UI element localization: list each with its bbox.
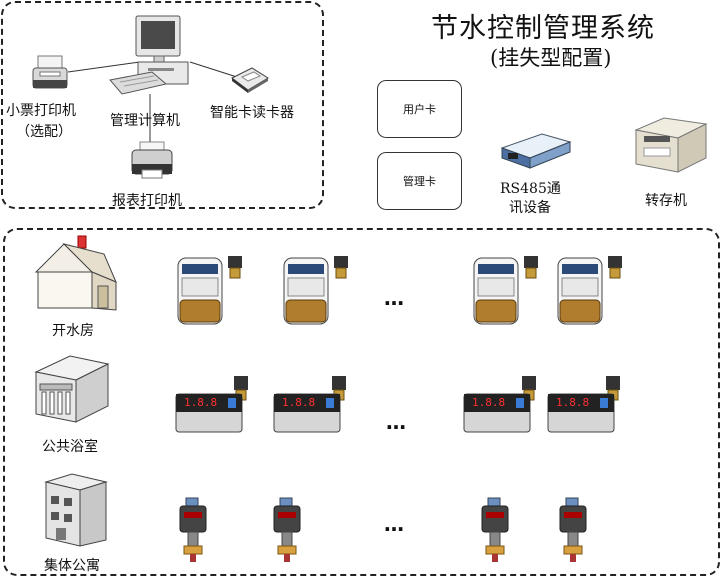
boiler-controller-3 <box>473 256 538 325</box>
receipt-printer-note: （选配） <box>16 124 72 140</box>
bath-display-2: 1.8.8 <box>282 396 316 409</box>
bath-controller-2: 1.8.8 <box>272 372 376 436</box>
row-label-boiler-room: 开水房 <box>52 323 94 339</box>
card-reader-icon <box>231 67 269 93</box>
computer-label: 管理计算机 <box>110 113 180 129</box>
rs485-device-icon <box>500 133 572 169</box>
user-card-label: 用户卡 <box>403 103 436 116</box>
row1-ellipsis: … <box>384 286 406 310</box>
rs485-label-line1: RS485通 <box>500 181 561 197</box>
rs485-label-line2: 讯设备 <box>509 200 551 216</box>
dorm-meter-2 <box>273 497 301 562</box>
card-reader-label: 智能卡读卡器 <box>210 105 294 121</box>
bath-display-3: 1.8.8 <box>472 396 506 409</box>
page-title: 节水控制管理系统 <box>431 13 655 44</box>
dorm-meter-3 <box>481 497 509 562</box>
row3-ellipsis: … <box>384 512 406 536</box>
boiler-controller-4 <box>557 256 622 325</box>
row-label-bathhouse: 公共浴室 <box>42 439 98 455</box>
boiler-controller-2 <box>283 256 348 325</box>
admin-card: 管理卡 <box>377 152 462 210</box>
report-printer-label: 报表打印机 <box>112 193 182 209</box>
bath-controller-3: 1.8.8 <box>462 372 566 436</box>
transfer-machine-label: 转存机 <box>645 193 687 209</box>
dorm-meter-1 <box>179 497 207 562</box>
management-panel <box>1 1 324 209</box>
bathhouse-building-icon <box>34 355 110 423</box>
bath-display-1: 1.8.8 <box>184 396 218 409</box>
receipt-printer-label: 小票打印机 <box>6 103 76 119</box>
page-subtitle: (挂失型配置) <box>490 46 612 70</box>
computer-icon <box>109 15 189 95</box>
bath-controller-1: 1.8.8 <box>174 372 278 436</box>
row-label-dormitory: 集体公寓 <box>44 558 100 574</box>
report-printer-icon <box>131 141 173 179</box>
user-card: 用户卡 <box>377 80 462 138</box>
bath-controller-4: 1.8.8 <box>546 372 650 436</box>
dormitory-building-icon <box>44 473 108 547</box>
transfer-machine-icon <box>634 117 708 173</box>
connection-lines <box>67 61 241 145</box>
boiler-controller-1 <box>177 256 242 325</box>
bath-display-4: 1.8.8 <box>556 396 590 409</box>
admin-card-label: 管理卡 <box>403 175 436 188</box>
terminal-panel <box>3 228 720 576</box>
dorm-meter-4 <box>559 497 587 562</box>
boiler-room-house-icon <box>34 235 117 311</box>
row2-ellipsis: … <box>386 410 408 434</box>
receipt-printer-icon <box>32 55 68 89</box>
